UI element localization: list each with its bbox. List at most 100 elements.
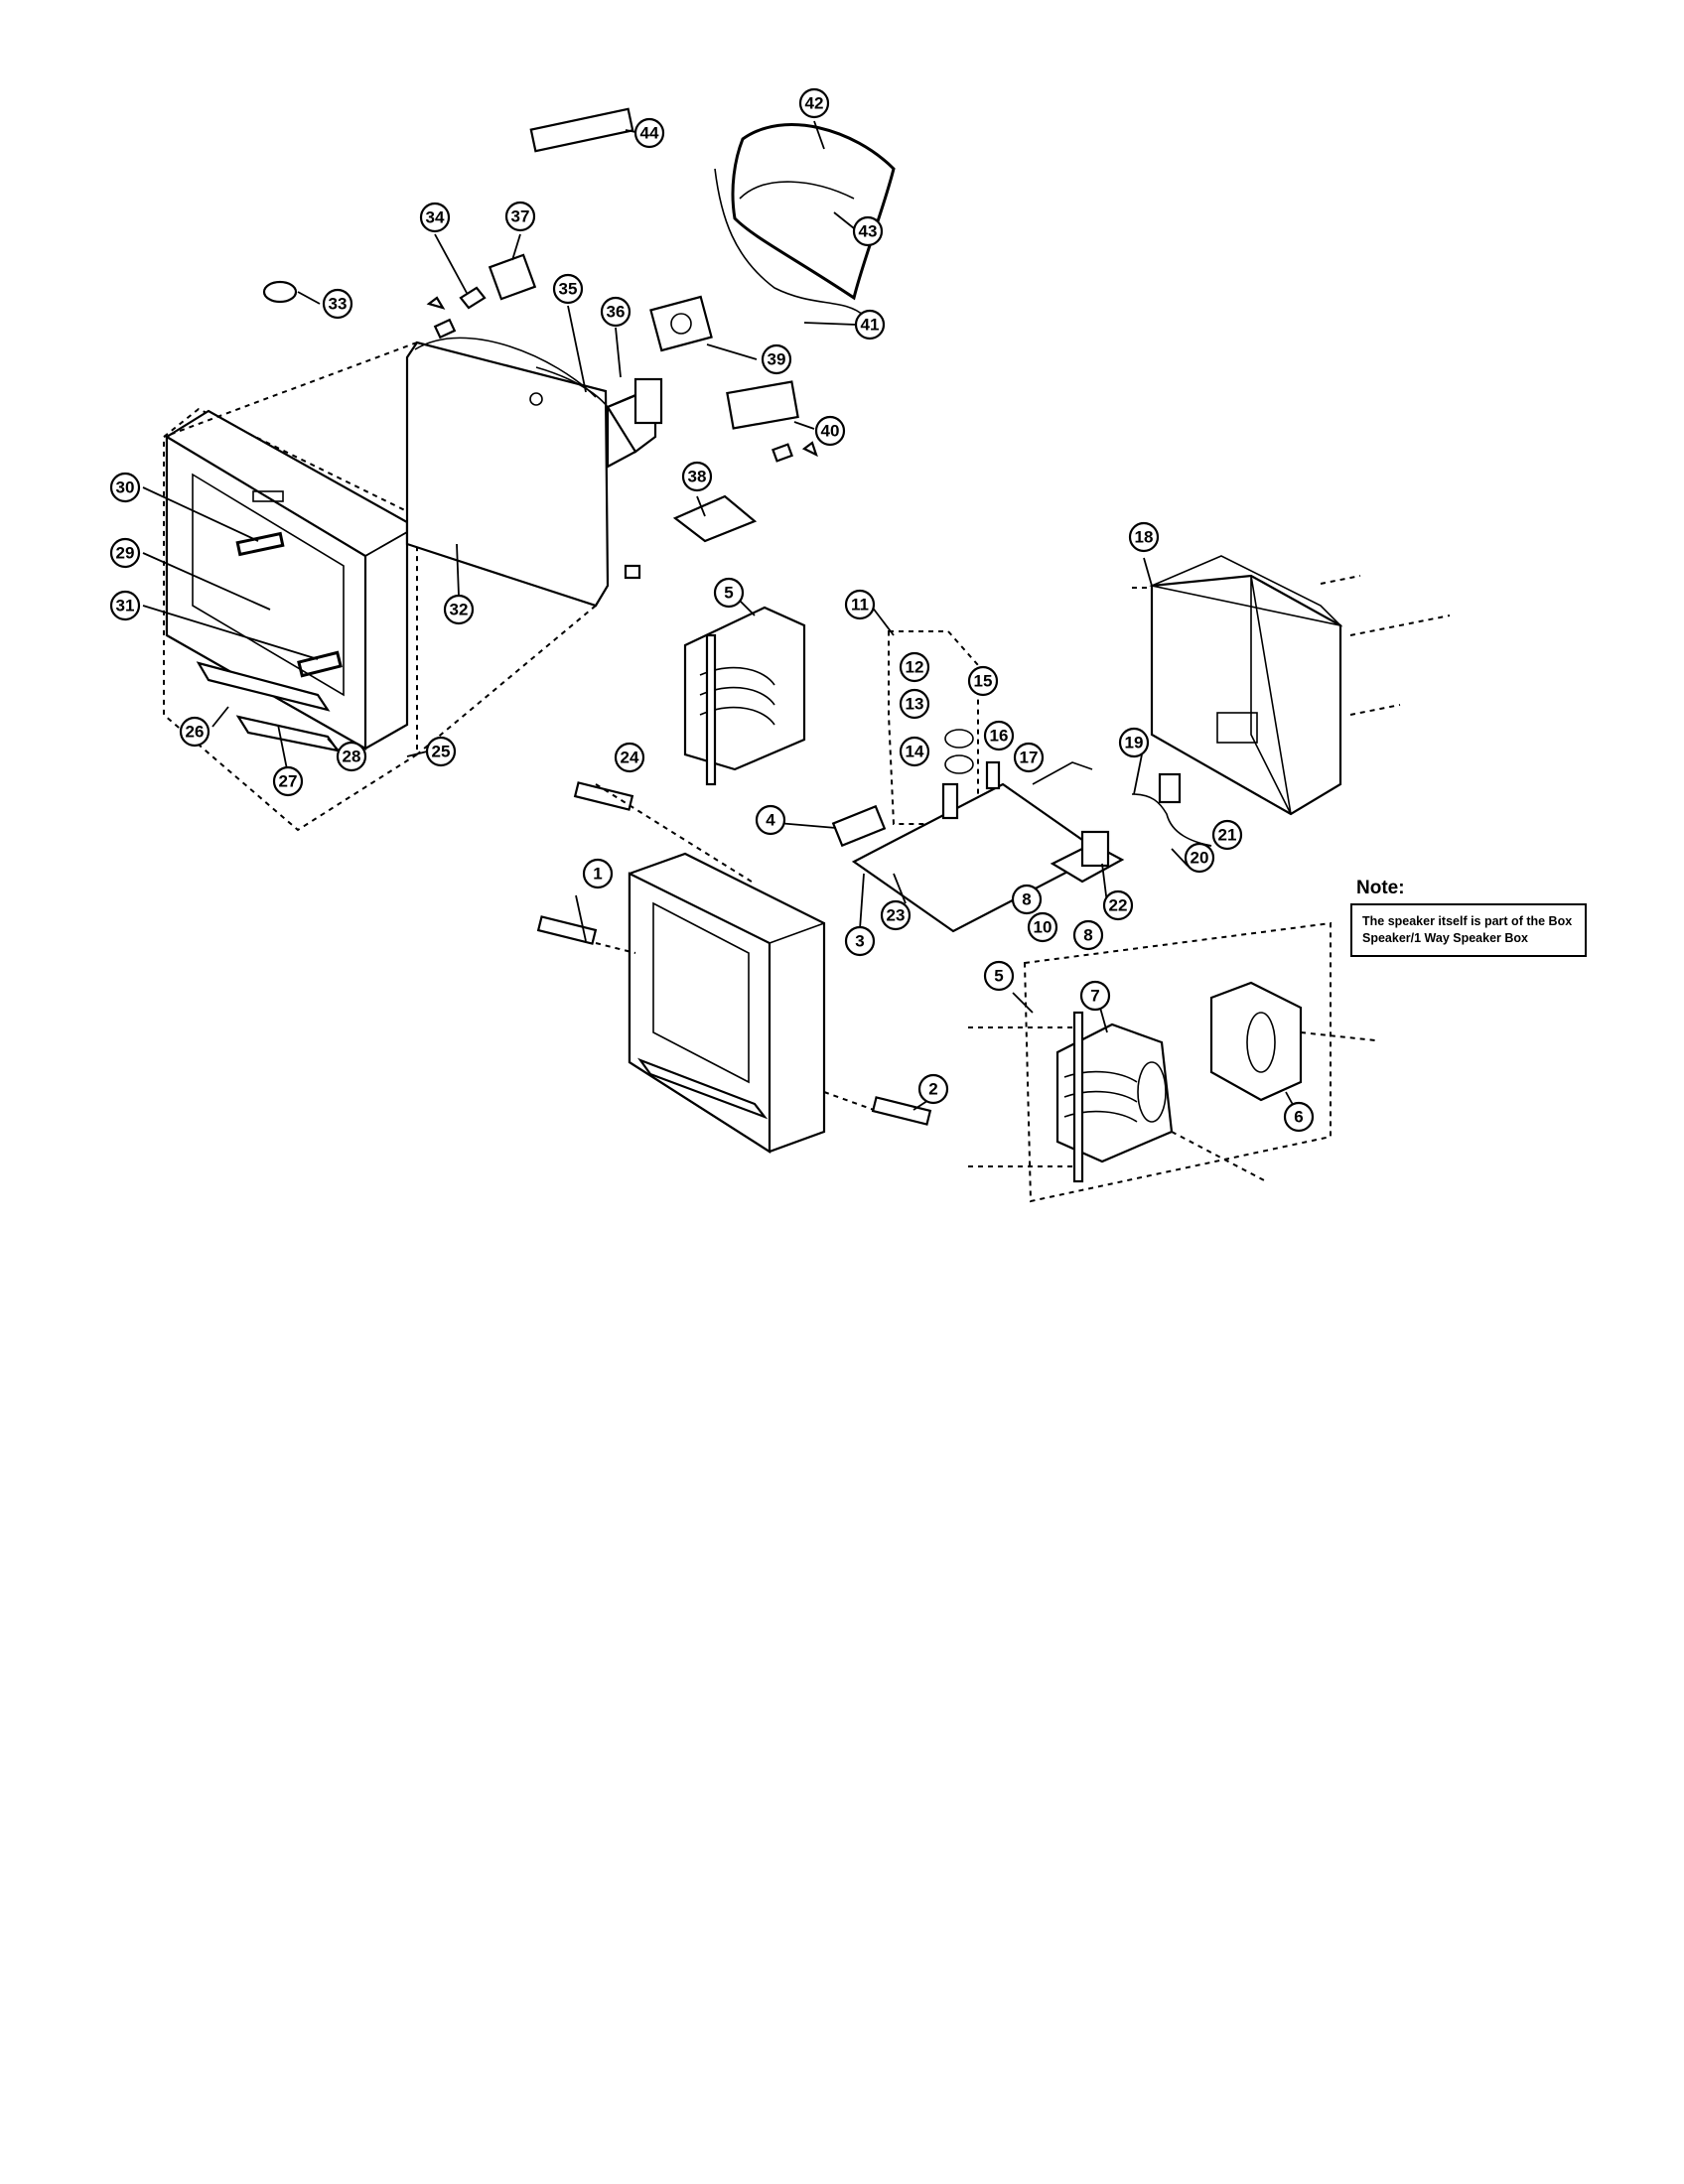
callout-16: 16 [983, 720, 1015, 751]
clip-34 [459, 286, 487, 310]
speaker-box-lower-assembly [968, 921, 1376, 1203]
callout-17: 17 [1013, 742, 1045, 773]
callout-13: 13 [899, 688, 930, 720]
svg-text:26: 26 [186, 723, 205, 742]
callout-8-a: 8 [1011, 884, 1043, 915]
note-text: The speaker itself is part of the Box Sp… [1350, 903, 1587, 957]
callout-30: 30 [109, 472, 141, 503]
degaussing-coil [714, 123, 896, 317]
callout-38: 38 [681, 461, 713, 492]
svg-text:1: 1 [593, 865, 602, 884]
svg-text:44: 44 [640, 124, 659, 143]
callout-2: 2 [917, 1073, 949, 1105]
callout-40: 40 [814, 415, 846, 447]
svg-text:24: 24 [621, 749, 639, 767]
svg-text:22: 22 [1109, 896, 1128, 915]
callout-34: 34 [419, 202, 451, 233]
svg-text:15: 15 [974, 672, 993, 691]
callout-23: 23 [880, 899, 912, 931]
svg-text:28: 28 [343, 748, 361, 766]
svg-text:30: 30 [116, 478, 135, 497]
rear-cabinet [1132, 555, 1451, 816]
callout-1: 1 [582, 858, 614, 889]
svg-text:8: 8 [1022, 890, 1031, 909]
callout-22: 22 [1102, 889, 1134, 921]
svg-text:41: 41 [861, 316, 880, 335]
callout-8-b: 8 [1072, 919, 1104, 951]
svg-text:8: 8 [1083, 926, 1092, 945]
callout-33: 33 [322, 288, 353, 320]
svg-text:7: 7 [1090, 987, 1099, 1006]
svg-text:3: 3 [855, 932, 864, 951]
callout-36: 36 [600, 296, 632, 328]
svg-text:19: 19 [1125, 734, 1144, 752]
tube-mount-screws [426, 296, 818, 580]
svg-text:17: 17 [1020, 749, 1039, 767]
callout-32: 32 [443, 594, 475, 625]
svg-text:38: 38 [688, 468, 707, 486]
svg-text:12: 12 [906, 658, 924, 677]
svg-text:29: 29 [116, 544, 135, 563]
callout-21: 21 [1211, 819, 1243, 851]
svg-text:27: 27 [279, 772, 298, 791]
callout-5-upper: 5 [713, 577, 745, 609]
strap-44 [529, 107, 634, 153]
svg-text:33: 33 [329, 295, 348, 314]
speaker-box-upper [683, 606, 806, 786]
front-bezel [536, 781, 932, 1155]
callout-15: 15 [967, 665, 999, 697]
svg-text:14: 14 [906, 743, 924, 761]
svg-text:6: 6 [1294, 1108, 1303, 1127]
svg-text:4: 4 [766, 811, 775, 830]
svg-text:40: 40 [821, 422, 840, 441]
picture-tube [163, 337, 663, 755]
svg-text:42: 42 [805, 94, 824, 113]
callout-6: 6 [1283, 1101, 1315, 1133]
callout-3: 3 [844, 925, 876, 957]
callout-14: 14 [899, 736, 930, 767]
callout-35: 35 [552, 273, 584, 305]
callout-24: 24 [614, 742, 645, 773]
neck-pcb-39 [649, 295, 713, 352]
svg-text:5: 5 [724, 584, 733, 603]
speaker-note: Note: The speaker itself is part of the … [1350, 878, 1587, 957]
callout-26: 26 [179, 716, 210, 748]
callout-42: 42 [798, 87, 830, 119]
callout-7: 7 [1079, 980, 1111, 1012]
svg-text:32: 32 [450, 601, 469, 619]
svg-text:21: 21 [1218, 826, 1237, 845]
callout-5-lower: 5 [983, 960, 1015, 992]
front-cabinet-assembly [163, 407, 418, 832]
callout-10: 10 [1027, 911, 1058, 943]
bracket-38 [672, 494, 758, 543]
svg-text:20: 20 [1191, 849, 1209, 868]
callout-29: 29 [109, 537, 141, 569]
callout-37: 37 [504, 201, 536, 232]
callout-41: 41 [854, 309, 886, 341]
svg-text:11: 11 [851, 596, 869, 614]
callout-19: 19 [1118, 727, 1150, 758]
svg-text:43: 43 [859, 222, 878, 241]
label-37 [488, 253, 537, 301]
main-chassis [831, 630, 1212, 933]
callout-25: 25 [425, 736, 457, 767]
svg-text:5: 5 [994, 967, 1003, 986]
cap-33 [262, 280, 298, 304]
svg-text:34: 34 [426, 208, 445, 227]
callout-31: 31 [109, 590, 141, 621]
svg-text:10: 10 [1034, 918, 1052, 937]
shield-40 [726, 380, 799, 430]
callout-27: 27 [272, 765, 304, 797]
svg-text:18: 18 [1135, 528, 1154, 547]
callout-11: 11 [844, 589, 876, 620]
svg-text:37: 37 [511, 207, 530, 226]
callout-20: 20 [1184, 842, 1215, 874]
callout-44: 44 [633, 117, 665, 149]
callout-leaders [142, 120, 1298, 1113]
svg-text:31: 31 [116, 597, 135, 615]
callout-43: 43 [852, 215, 884, 247]
svg-text:39: 39 [768, 350, 786, 369]
svg-text:23: 23 [887, 906, 906, 925]
svg-text:2: 2 [928, 1080, 937, 1099]
